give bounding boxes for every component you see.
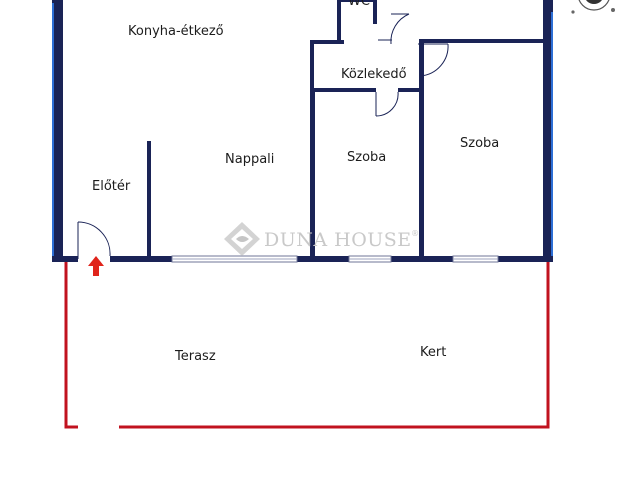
label-terrace: Terasz	[174, 349, 216, 364]
label-garden: Kert	[420, 345, 446, 360]
window-room1	[348, 255, 392, 263]
right-exterior-wall	[543, 0, 553, 262]
wc-left-wall	[337, 0, 341, 44]
left-exterior-wall	[52, 0, 63, 262]
wc-top-wall	[337, 0, 377, 2]
garden-outline-right	[119, 262, 550, 429]
room1-left-wall	[310, 88, 315, 259]
label-living: Nappali	[225, 152, 274, 167]
label-kitchen: Konyha-étkező	[128, 24, 224, 39]
entrance-door	[77, 221, 111, 259]
top-right-wall	[543, 0, 553, 12]
compass-icon	[571, 0, 615, 14]
watermark: DUNA HOUSE ®	[224, 222, 419, 256]
room-divider-wall	[419, 39, 424, 259]
hallway-bottom-wall-right	[398, 88, 423, 92]
diamond-logo-icon	[224, 222, 260, 256]
label-wc: WC	[348, 0, 370, 9]
wc-door	[378, 13, 410, 45]
wc-right-wall	[373, 0, 377, 24]
bottom-wall-left	[52, 256, 78, 262]
label-room2: Szoba	[460, 136, 499, 151]
top-wall-left	[52, 0, 58, 3]
label-room1: Szoba	[347, 150, 386, 165]
hallway-bottom-wall-left	[310, 88, 376, 92]
hallway-left-wall	[310, 40, 314, 92]
kitchen-bottom-wall-left	[310, 40, 344, 44]
left-wall-edge	[52, 0, 54, 262]
window-living	[171, 255, 298, 263]
room1-door	[375, 91, 399, 117]
hallway-door	[418, 43, 449, 77]
watermark-brand: DUNA HOUSE	[264, 229, 412, 251]
garden-outline	[64, 262, 78, 429]
label-entrance: Előtér	[92, 179, 131, 194]
kitchen-bottom-wall-right	[421, 39, 546, 43]
window-room2	[452, 255, 499, 263]
right-wall-edge	[551, 0, 553, 262]
label-hallway: Közlekedő	[341, 67, 407, 82]
arrow-up-icon	[88, 256, 104, 276]
bottom-wall-mid-2	[297, 256, 349, 262]
bottom-wall-mid-1	[110, 256, 172, 262]
watermark-registered-mark: ®	[411, 229, 419, 238]
bottom-wall-right	[498, 256, 553, 262]
entrance-partition	[147, 141, 151, 259]
